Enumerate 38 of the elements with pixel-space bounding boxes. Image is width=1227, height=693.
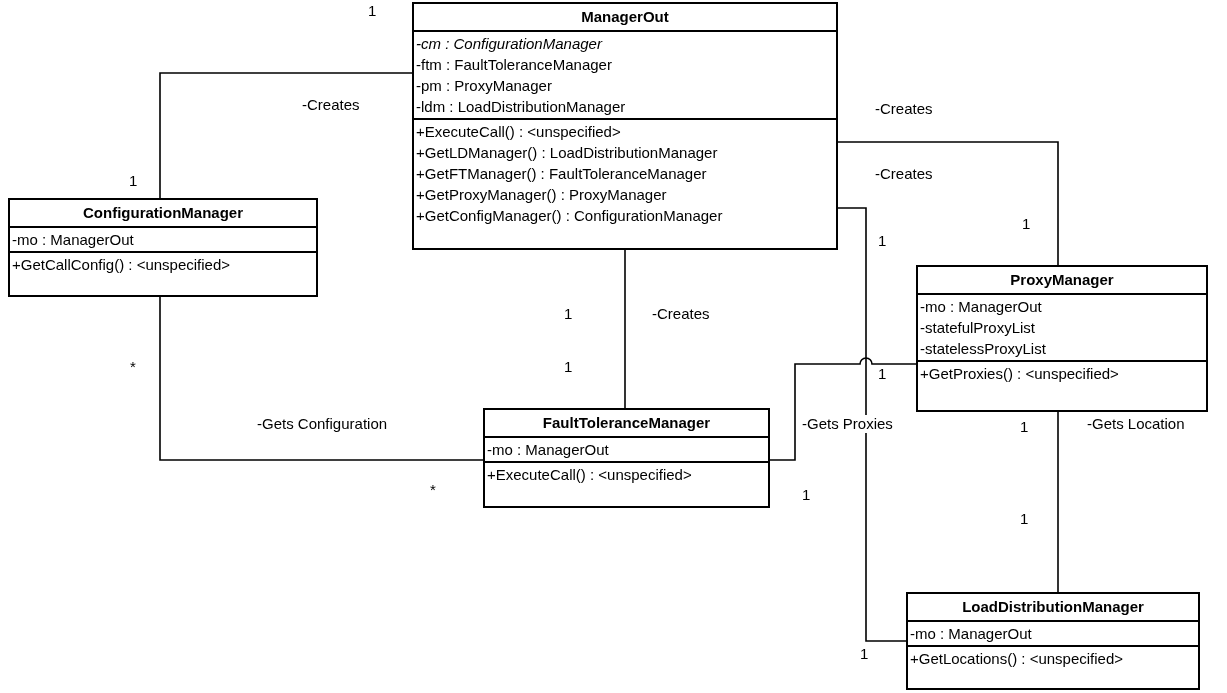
- attribute-text: -mo : ManagerOut: [920, 297, 1043, 317]
- method-text: +GetCallConfig() : <unspecified>: [12, 255, 232, 275]
- method-text: +GetProxies() : <unspecified>: [920, 364, 1120, 384]
- method-text: +ExecuteCall() : <unspecified>: [416, 122, 622, 142]
- attribute-text: -mo : ManagerOut: [910, 624, 1033, 644]
- class-name: LoadDistributionManager: [962, 597, 1144, 617]
- attribute-text: -statelessProxyList: [920, 339, 1047, 359]
- class-name: FaultToleranceManager: [542, 413, 711, 433]
- association-line: [769, 357, 917, 461]
- class-box: [412, 2, 838, 250]
- method-text: +GetLocations() : <unspecified>: [910, 649, 1125, 669]
- association-line: [1057, 411, 1059, 593]
- class-box: [8, 198, 318, 297]
- method-text: +GetFTManager() : FaultToleranceManager: [416, 164, 708, 184]
- attribute-text: -mo : ManagerOut: [487, 440, 610, 460]
- class-name: ProxyManager: [1010, 270, 1114, 290]
- attribute-text: -cm : ConfigurationManager: [416, 34, 604, 54]
- class-name: ManagerOut: [581, 7, 669, 27]
- association-line: [837, 207, 907, 642]
- attribute-text: -ldm : LoadDistributionManager: [416, 97, 627, 117]
- class-name: ConfigurationManager: [83, 203, 243, 223]
- class-box: [916, 265, 1208, 412]
- attribute-text: -statefulProxyList: [920, 318, 1037, 338]
- association-line: [837, 141, 1059, 266]
- method-text: +GetProxyManager() : ProxyManager: [416, 185, 668, 205]
- attribute-text: -mo : ManagerOut: [12, 230, 135, 250]
- association-line: [624, 249, 626, 409]
- method-text: +GetConfigManager() : ConfigurationManager: [416, 206, 724, 226]
- association-line: [159, 72, 413, 199]
- class-box: [906, 592, 1200, 690]
- edge-label: -Gets Proxies: [800, 415, 895, 433]
- class-box: [483, 408, 770, 508]
- edge-label: -Gets Configuration: [255, 415, 390, 433]
- association-line: [159, 296, 484, 461]
- attribute-text: -ftm : FaultToleranceManager: [416, 55, 613, 75]
- method-text: +GetLDManager() : LoadDistributionManager: [416, 143, 719, 163]
- attribute-text: -pm : ProxyManager: [416, 76, 553, 96]
- method-text: +ExecuteCall() : <unspecified>: [487, 465, 693, 485]
